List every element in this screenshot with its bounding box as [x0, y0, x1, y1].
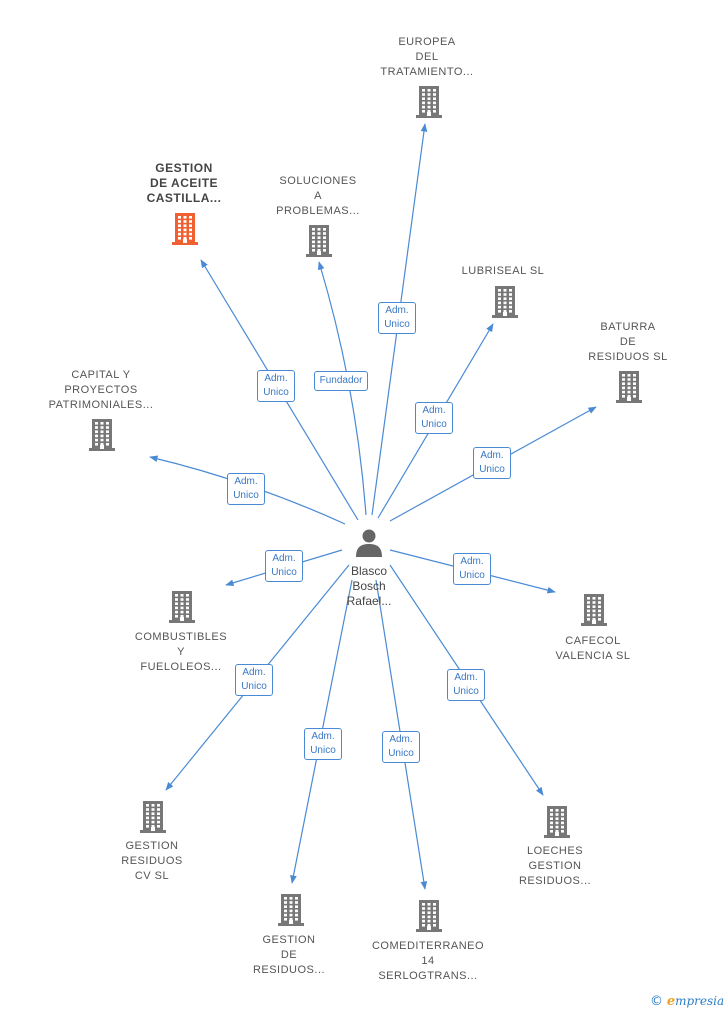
- company-label-capital[interactable]: CAPITAL Y PROYECTOS PATRIMONIALES...: [48, 369, 154, 411]
- company-label-lubriseal[interactable]: LUBRISEAL SL: [461, 265, 545, 277]
- building-icon-gestion-aceite[interactable]: [172, 213, 198, 250]
- edge-label-gestion-aceite[interactable]: Adm. Unico: [257, 370, 295, 402]
- edge-label-capital[interactable]: Adm. Unico: [227, 473, 265, 505]
- company-label-gestion-cv[interactable]: GESTION RESIDUOS CV SL: [121, 840, 183, 882]
- building-icon-cafecol[interactable]: [581, 594, 607, 631]
- company-label-baturra[interactable]: BATURRA DE RESIDUOS SL: [588, 321, 668, 363]
- edge-label-soluciones[interactable]: Fundador: [313, 371, 369, 391]
- building-icon-capital[interactable]: [89, 419, 115, 456]
- building-icon-gestion-residuos[interactable]: [278, 894, 304, 931]
- edge-label-cafecol[interactable]: Adm. Unico: [453, 553, 491, 585]
- building-icon-baturra[interactable]: [616, 371, 642, 408]
- edge-label-europea[interactable]: Adm. Unico: [378, 302, 416, 334]
- brand-initial: e: [666, 994, 676, 1009]
- edge-label-combustibles[interactable]: Adm. Unico: [265, 550, 303, 582]
- company-label-europea[interactable]: EUROPEA DEL TRATAMIENTO...: [380, 36, 474, 78]
- edge-label-baturra[interactable]: Adm. Unico: [473, 447, 511, 479]
- company-label-cafecol[interactable]: CAFECOL VALENCIA SL: [555, 635, 631, 662]
- building-icon-loeches[interactable]: [544, 806, 570, 843]
- company-label-loeches[interactable]: LOECHES GESTION RESIDUOS...: [518, 845, 592, 887]
- copyright-symbol: ©: [650, 994, 663, 1009]
- edge-label-loeches[interactable]: Adm. Unico: [447, 669, 485, 701]
- company-label-soluciones[interactable]: SOLUCIONES A PROBLEMAS...: [276, 175, 360, 217]
- company-label-gestion-aceite[interactable]: GESTION DE ACEITE CASTILLA...: [146, 161, 222, 205]
- company-label-gestion-residuos[interactable]: GESTION DE RESIDUOS...: [252, 934, 326, 976]
- building-icon-comediterraneo[interactable]: [416, 900, 442, 937]
- edge-label-gestion-residuos[interactable]: Adm. Unico: [304, 728, 342, 760]
- building-icon-gestion-cv[interactable]: [140, 801, 166, 838]
- building-icon-combustibles[interactable]: [169, 591, 195, 628]
- person-icon[interactable]: [354, 528, 384, 563]
- brand-name: mpresia: [675, 994, 725, 1008]
- company-label-comediterraneo[interactable]: COMEDITERRANEO 14 SERLOGTRANS...: [371, 940, 485, 982]
- edge-label-lubriseal[interactable]: Adm. Unico: [415, 402, 453, 434]
- building-icon-soluciones[interactable]: [306, 225, 332, 262]
- brand-watermark[interactable]: © empresia: [650, 994, 724, 1009]
- edge-label-gestion-cv[interactable]: Adm. Unico: [235, 664, 273, 696]
- building-icon-europea[interactable]: [416, 86, 442, 123]
- edge-label-comediterraneo[interactable]: Adm. Unico: [382, 731, 420, 763]
- building-icon-lubriseal[interactable]: [492, 286, 518, 323]
- company-label-combustibles[interactable]: COMBUSTIBLES Y FUELOLEOS...: [134, 631, 228, 673]
- person-label[interactable]: Blasco Bosch Rafael...: [346, 564, 392, 608]
